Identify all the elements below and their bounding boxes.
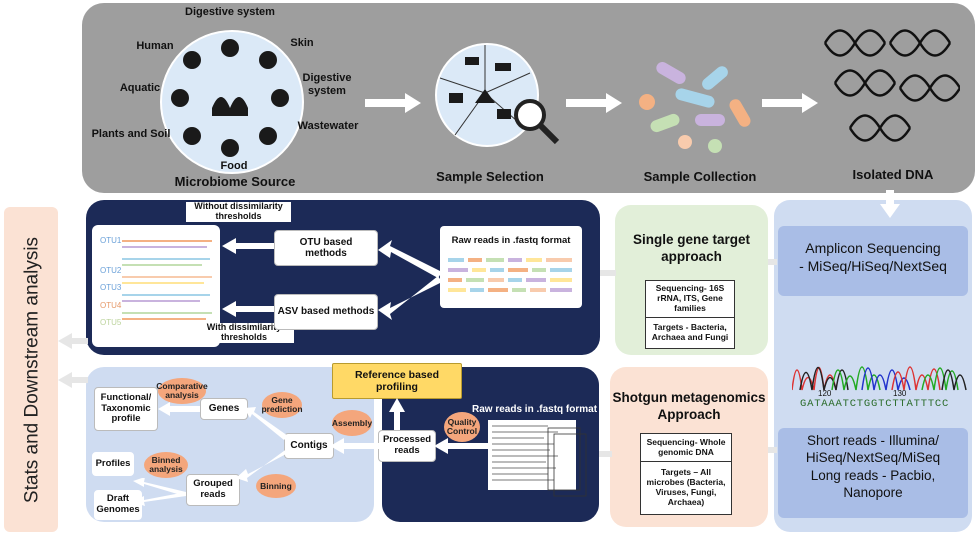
wave-icon (212, 97, 248, 116)
source-icons (171, 39, 289, 157)
source-food: Food (220, 160, 248, 172)
single-gene-targets: Targets - Bacteria, Archaea and Fungi (645, 317, 735, 349)
grouped-reads-box: Grouped reads (186, 474, 240, 506)
otu-label-4: OTU4 (100, 301, 122, 310)
arrow-raw-to-processed (434, 438, 488, 454)
stats-bar (4, 207, 58, 532)
cattle-icon (465, 57, 479, 65)
otu-bars (122, 240, 212, 320)
processed-reads-box: Processed reads (378, 430, 436, 462)
functional-profile-box: Functional/ Taxonomic profile (94, 387, 158, 431)
tap-icon (259, 127, 277, 145)
source-aquatic: Aquatic (119, 82, 161, 94)
shotgun-seq-box (778, 428, 968, 518)
arrow-processed-to-contigs (330, 438, 380, 454)
otu-label-3: OTU3 (100, 283, 122, 292)
arrow-to-stats-upper (58, 333, 88, 349)
magnifier-icon (514, 99, 546, 131)
arrow-otu-to-table (222, 238, 274, 254)
amplicon-raw-reads-label: Raw reads in .fastq format (451, 235, 571, 246)
assembly-node: Assembly (332, 410, 372, 436)
arrow-to-stats-lower (58, 372, 88, 388)
quality-control-node: Quality Control (444, 412, 480, 442)
shotgun-seq-text: Short reads - Illumina/ HiSeq/NextSeq/Mi… (805, 433, 941, 500)
arrow-dna-down (880, 190, 900, 218)
arrow-processed-to-reference (389, 398, 405, 430)
intestine-icon (271, 89, 289, 107)
contigs-box: Contigs (284, 433, 334, 459)
arrow-asv-to-table (222, 301, 274, 317)
gene-prediction-node: Gene prediction (261, 392, 303, 418)
isolated-dna-label: Isolated DNA (852, 167, 934, 182)
stomach-icon (221, 39, 239, 57)
binned-analysis-node: Binned analysis (144, 452, 188, 478)
shotgun-sequencing: Sequencing- Whole genomic DNA (640, 433, 732, 462)
source-skin: Skin (290, 37, 314, 49)
arrow-collection-to-dna (762, 93, 818, 113)
source-digestive-top: Digestive system (185, 6, 275, 18)
comparative-node: Comparative analysis (156, 378, 208, 404)
shotgun-targets: Targets – All microbes (Bacteria, Viruse… (640, 461, 732, 515)
arrow-contigs-to-grouped (236, 448, 290, 482)
source-wastewater: Wastewater (297, 120, 359, 132)
profiles-box: Profiles (92, 452, 134, 476)
chromatogram-pos-130: 130 (893, 389, 907, 398)
amplicon-box (778, 226, 968, 296)
reference-profiling-box: Reference based profiling (332, 363, 462, 399)
arrows-grouped-to-outputs (132, 478, 186, 506)
amplicon-text: Amplicon Sequencing - MiSeq/HiSeq/NextSe… (799, 240, 947, 274)
otu-label-1: OTU1 (100, 236, 122, 245)
arrows-rawreads-to-methods (378, 240, 442, 320)
shotgun-raw-reads-label: Raw reads in .fastq format (472, 404, 598, 415)
amplicon-raw-reads-panel (440, 226, 582, 308)
source-human: Human (136, 40, 174, 52)
arrow-source-to-selection (365, 93, 421, 113)
source-plants: Plants and Soil (91, 128, 171, 140)
chromatogram-pos-120: 120 (818, 389, 832, 398)
arrow-contigs-to-genes (244, 407, 288, 440)
skin-icon (259, 51, 277, 69)
microbiome-source-title: Microbiome Source (174, 174, 296, 189)
shotgun-title: Shotgun metagenomics Approach (612, 390, 766, 422)
dna-icon (823, 29, 960, 142)
single-gene-sequencing: Sequencing- 16S rRNA, ITS, Gene families (645, 280, 735, 318)
plant-icon (449, 93, 463, 103)
stats-label: Stats and Downstream analysis (21, 236, 43, 504)
source-digestive-right: Digestive system (302, 72, 352, 97)
single-gene-title: Single gene target approach (632, 232, 751, 264)
genes-box: Genes (200, 398, 248, 420)
sample-selection-label: Sample Selection (436, 169, 544, 184)
sample-selection-icons (439, 45, 560, 145)
draft-genomes-box: Draft Genomes (94, 490, 142, 520)
bacteria-icon (639, 62, 751, 153)
binning-node: Binning (256, 474, 296, 498)
chromatogram-sequence: GATAAATCTGGTCTTATTTCC (800, 398, 950, 410)
without-threshold-label: Without dissimilarity thresholds (186, 201, 291, 222)
otu-label-5: OTU5 (100, 318, 122, 327)
otu-label-2: OTU2 (100, 266, 122, 275)
bird-icon (497, 109, 511, 119)
raw-reads-bars (448, 258, 572, 292)
with-threshold-label: With dissimilarity thresholds (194, 322, 294, 343)
otu-methods-box: OTU based methods (274, 230, 378, 266)
aquatic-icon (171, 89, 189, 107)
plant-icon (183, 127, 201, 145)
sample-collection-label: Sample Collection (643, 169, 757, 184)
shotgun-reads-lines (492, 425, 587, 497)
food-icon (221, 139, 239, 157)
fish-icon (495, 63, 511, 71)
chromatogram-plot (792, 366, 967, 391)
human-icon (183, 51, 201, 69)
arrow-genes-to-functional (158, 402, 200, 416)
asv-methods-box: ASV based methods (274, 294, 378, 330)
pyramid-icon (475, 89, 495, 103)
arrow-selection-to-collection (566, 93, 622, 113)
